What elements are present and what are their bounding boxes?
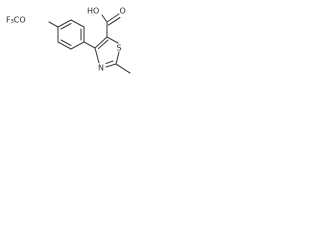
bond-carbonyl bbox=[106, 13, 120, 23]
bond-c2-n bbox=[105, 63, 117, 68]
bond-c2-n-double bbox=[105, 60, 114, 65]
nitrogen-label: N bbox=[98, 64, 104, 73]
benzene-ring bbox=[57, 19, 85, 50]
carbonyl-oxygen-label: O bbox=[120, 7, 126, 16]
bond-n-c4 bbox=[94, 47, 100, 64]
bond-c4-c5-double bbox=[97, 39, 109, 50]
bond-carbonyl-double bbox=[107, 16, 121, 26]
bond-c5-s bbox=[106, 36, 119, 44]
bond-benzene-1 bbox=[57, 19, 72, 28]
bond-benzene-5 bbox=[57, 41, 72, 50]
sulfur-label: S bbox=[117, 44, 122, 53]
bond-benzene-2 bbox=[70, 19, 85, 28]
bond-aryl-oxygen bbox=[48, 21, 59, 28]
bond-methyl bbox=[115, 63, 131, 74]
trifluoromethoxy-label: F₃CO bbox=[6, 16, 26, 25]
hydroxyl-label: HO bbox=[87, 7, 99, 16]
bond-benzene-double-1 bbox=[60, 22, 72, 30]
thiazole-ring bbox=[94, 36, 120, 68]
bond-c4-c5 bbox=[94, 36, 108, 49]
bond-benzene-double-3 bbox=[60, 39, 72, 47]
bond-carboxyl-hydroxyl bbox=[101, 14, 108, 23]
bond-s-c2 bbox=[115, 51, 120, 65]
chemical-structure: F₃CO S N HO O bbox=[6, 7, 131, 74]
bond-aryl-thiazole bbox=[83, 41, 96, 49]
bond-benzene-4 bbox=[70, 41, 85, 50]
